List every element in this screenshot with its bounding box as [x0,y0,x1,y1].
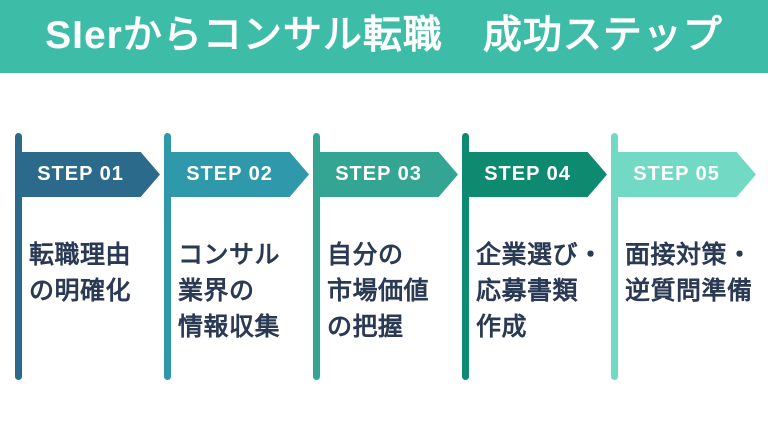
header-band: SIerからコンサル転職 成功ステップ [0,0,768,73]
step-5-vertical-bar [611,133,618,380]
step-3-arrow-banner: STEP 03 [320,152,458,197]
steps-section: STEP 01 転職理由 の明確化 STEP 02 コンサル 業界の 情報収集 … [15,133,760,393]
step-2-arrow-banner: STEP 02 [171,152,309,197]
step-column-4: STEP 04 企業選び・ 応募書類 作成 [462,133,611,393]
step-1-label: STEP 01 [37,163,124,185]
step-column-2: STEP 02 コンサル 業界の 情報収集 [164,133,313,393]
step-column-3: STEP 03 自分の 市場価値 の把握 [313,133,462,393]
step-4-arrow-banner: STEP 04 [469,152,607,197]
step-3-description: 自分の 市場価値 の把握 [327,241,430,341]
step-5-description: 面接対策・ 逆質問準備 [625,241,753,305]
step-5-arrow-banner: STEP 05 [618,152,756,197]
step-4-description: 企業選び・ 応募書類 作成 [476,241,604,341]
step-2-description: コンサル 業界の 情報収集 [178,241,281,341]
step-column-5: STEP 05 面接対策・ 逆質問準備 [611,133,760,393]
step-3-vertical-bar [313,133,320,380]
step-4-vertical-bar [462,133,469,380]
step-1-description: 転職理由 の明確化 [29,241,132,305]
step-2-vertical-bar [164,133,171,380]
step-3-label: STEP 03 [335,163,422,185]
step-2-label: STEP 02 [186,163,273,185]
step-5-label: STEP 05 [633,163,720,185]
step-4-label: STEP 04 [484,163,571,185]
page-title: SIerからコンサル転職 成功ステップ [45,14,723,57]
step-column-1: STEP 01 転職理由 の明確化 [15,133,164,393]
step-1-vertical-bar [15,133,22,380]
step-1-arrow-banner: STEP 01 [22,152,160,197]
